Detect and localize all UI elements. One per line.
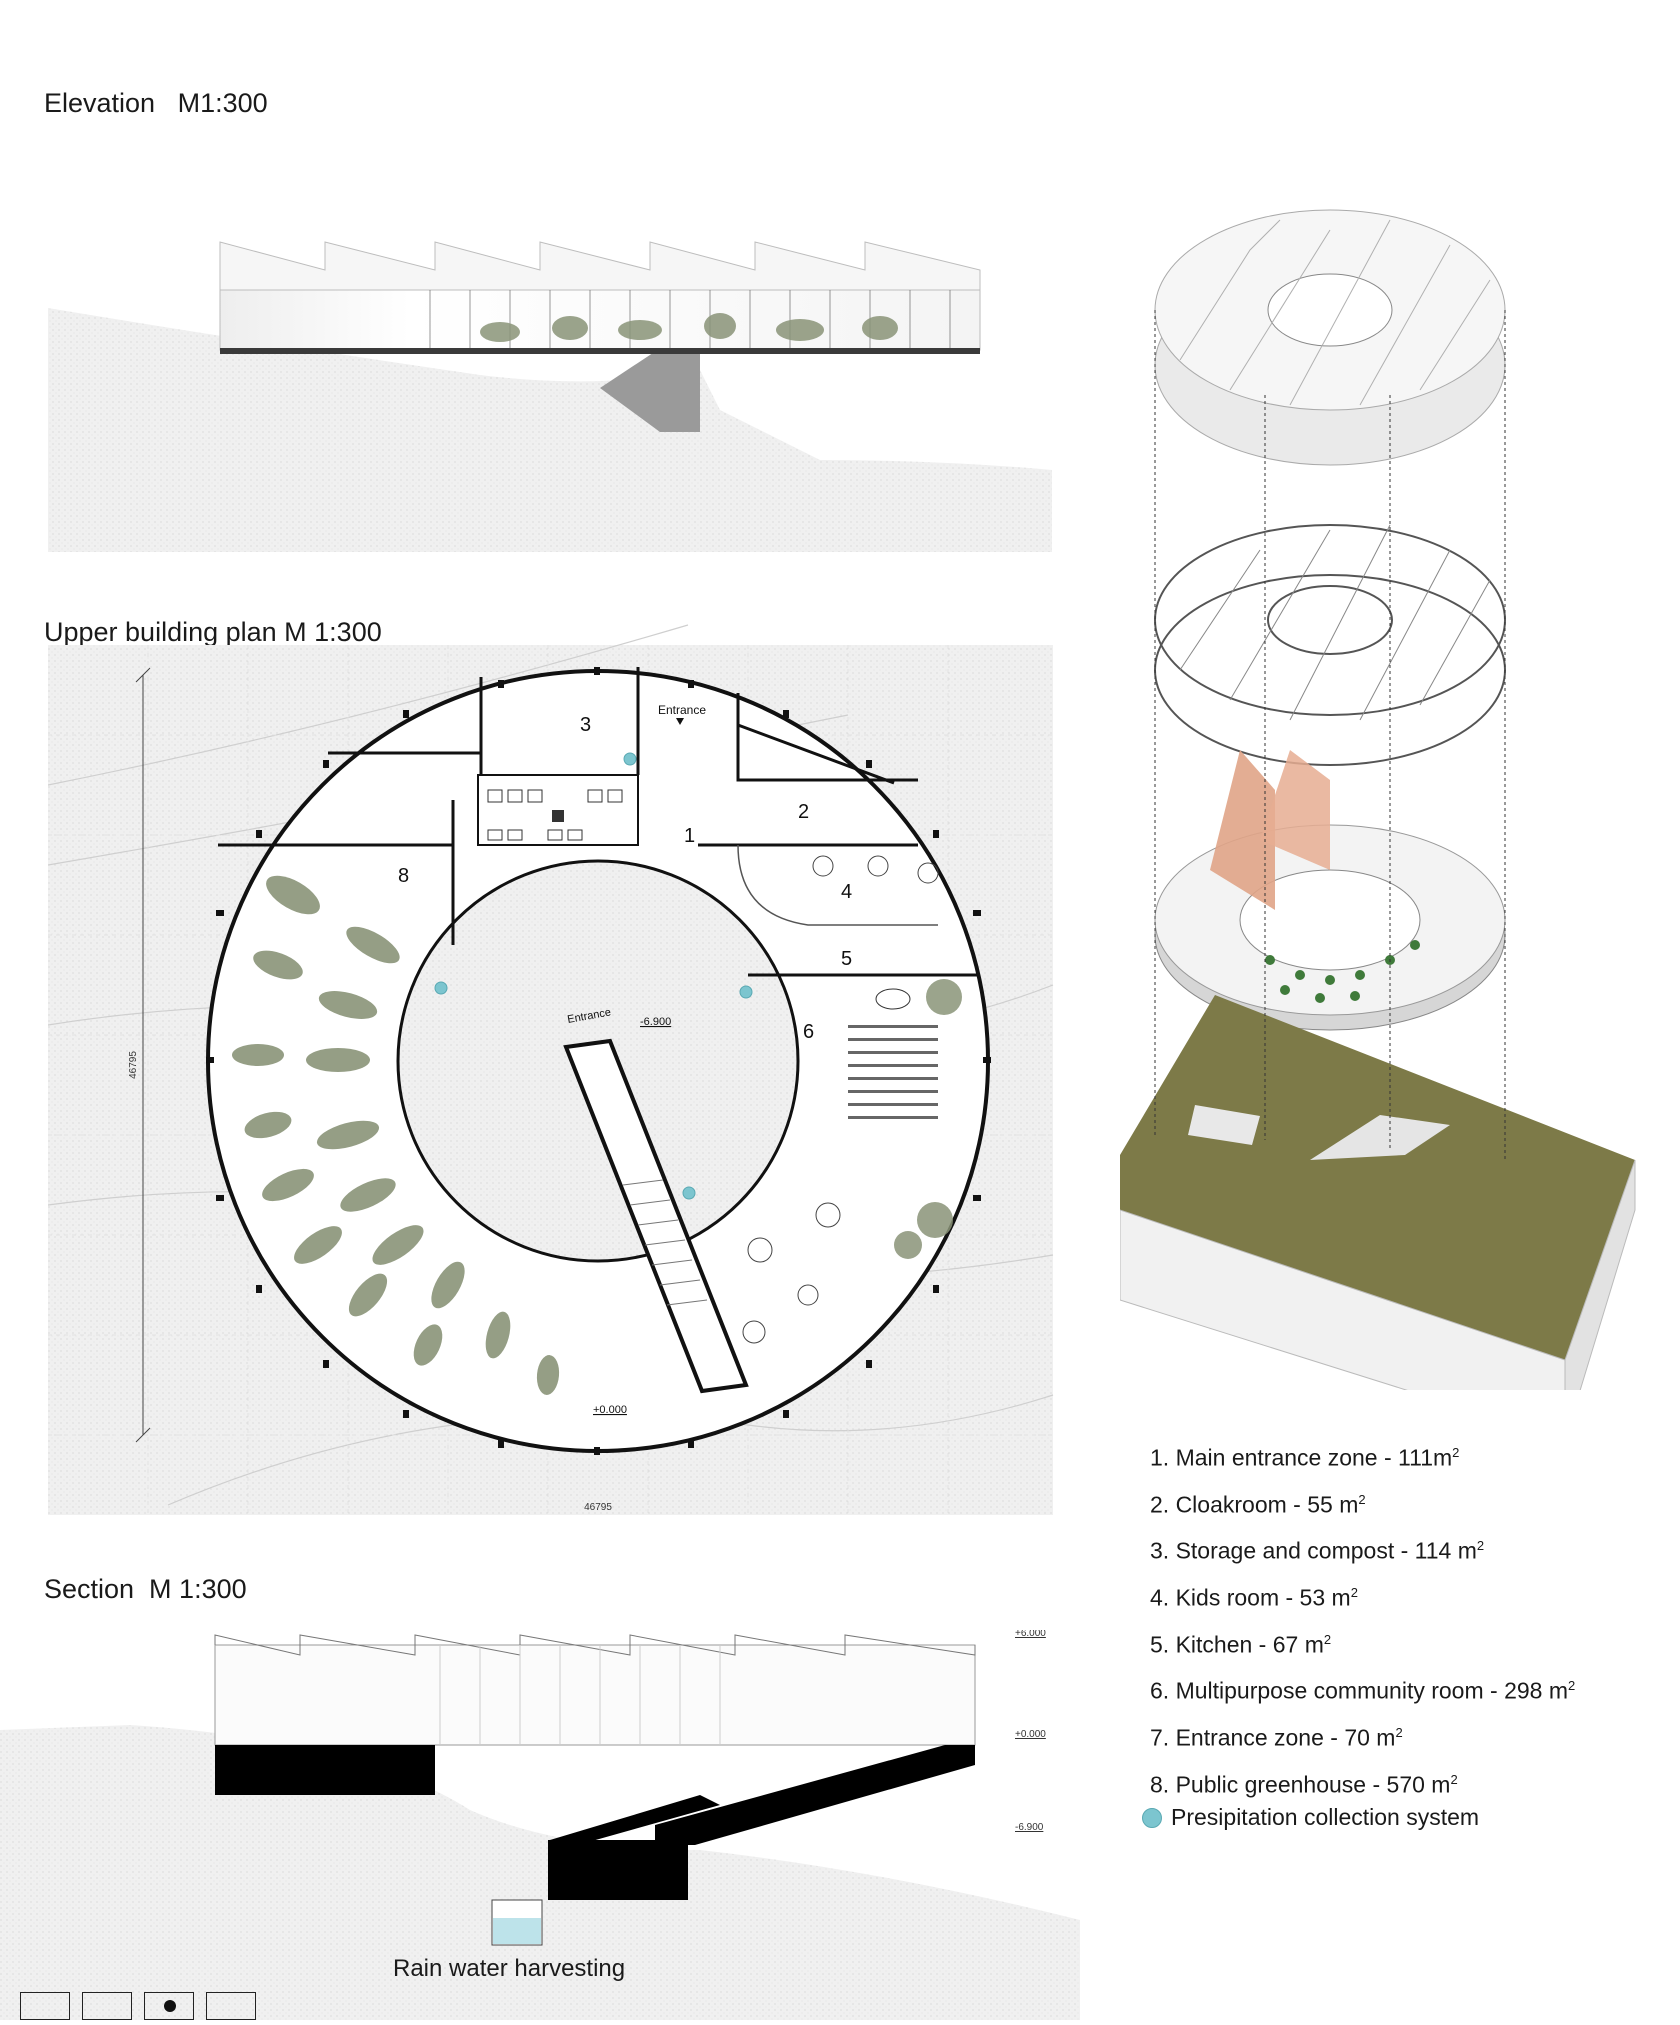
section-terrain [0,1725,1080,2020]
entrance-label-top: Entrance [658,703,706,717]
room-legend: 1. Main entrance zone - 111m2 2. Cloakro… [1150,1432,1575,1805]
page-4-button[interactable] [206,1992,256,2020]
sawtooth-roof [219,241,981,291]
exploded-axonometric [1120,209,1636,1390]
legend-item: 1. Main entrance zone - 111m2 [1150,1444,1460,1471]
dimension-horizontal: 46795 [584,1502,612,1513]
elevation-drawing [48,241,1052,552]
room-number-3: 3 [580,714,591,736]
level-outer: +0.000 [593,1404,627,1416]
structure-layer [1154,524,1506,766]
legend-item: 8. Public greenhouse - 570 m2 [1150,1771,1458,1798]
precipitation-dot-icon [1142,1807,1162,1828]
page-1-button[interactable] [20,1992,70,2020]
page-navigation [20,1992,256,2020]
site-block [1120,995,1636,1390]
support-wedge [600,345,700,432]
legend-item: 2. Cloakroom - 55 m2 [1150,1491,1366,1518]
room-number-6: 6 [803,1021,814,1043]
terrain [48,308,1052,552]
section-level-top: +6.000 [1015,1630,1046,1639]
legend-item: 3. Storage and compost - 114 m2 [1150,1537,1485,1564]
room-number-1: 1 [684,825,695,847]
page-3-button[interactable] [144,1992,194,2020]
room-number-5: 5 [841,948,852,970]
floor-layer [1154,750,1506,1031]
room-number-8: 8 [398,865,409,887]
section-level-bottom: -6.900 [1015,1822,1044,1833]
page-2-button[interactable] [82,1992,132,2020]
stair-ramp [563,1038,749,1394]
room-number-4: 4 [841,881,852,903]
dimension-vertical: 46795 [128,1051,139,1079]
plan-title: Upper building plan M 1:300 [44,617,382,647]
legend-item: 6. Multipurpose community room - 298 m2 [1150,1677,1576,1704]
upper-floor-plan: 46795 46795 [48,624,1054,1515]
level-inner: -6.900 [640,1016,671,1028]
elevation-title: Elevation M1:300 [44,88,268,118]
precipitation-legend: Presipitation collection system [1142,1804,1479,1831]
legend-item: 5. Kitchen - 67 m2 [1150,1631,1332,1658]
building-body [219,289,981,351]
section-title: Section M 1:300 [44,1574,247,1604]
precipitation-label: Presipitation collection system [1171,1804,1480,1830]
section-level-mid: +0.000 [1015,1729,1046,1740]
legend-item: 4. Kids room - 53 m2 [1150,1584,1358,1611]
room-number-2: 2 [798,801,809,823]
section-drawing: +6.000 +0.000 -6.900 [0,1630,1080,2020]
legend-item: 7. Entrance zone - 70 m2 [1150,1724,1403,1751]
rain-water-label: Rain water harvesting [393,1955,626,1982]
roof-layer [1154,209,1506,466]
